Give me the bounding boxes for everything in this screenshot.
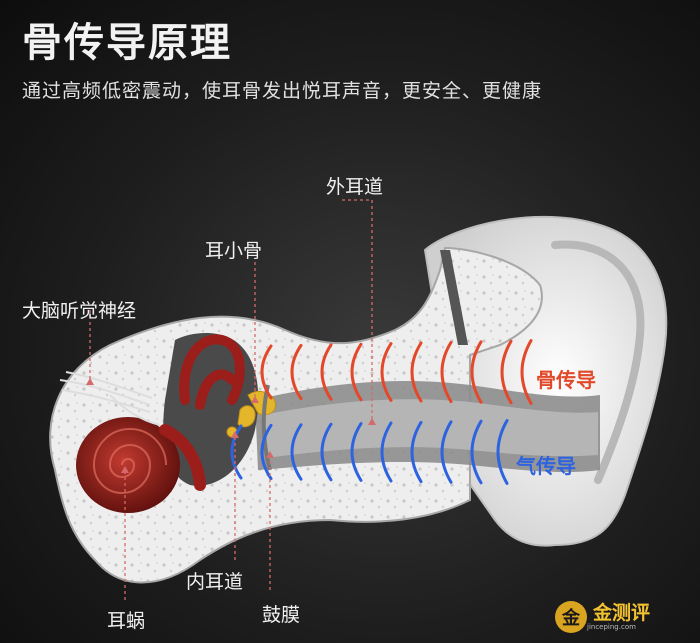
page-title: 骨传导原理 [22, 20, 232, 66]
air-wave-arc [496, 419, 509, 485]
bone-conduction-waves [260, 339, 533, 405]
legend-air-conduction: 气传导 [516, 454, 576, 478]
watermark-logo: 金 金测评 jinceping.com [555, 601, 650, 633]
air-wave-arc [410, 420, 423, 484]
bone-wave-arc [350, 342, 363, 402]
air-wave-arc [290, 423, 303, 481]
air-conduction-waves [230, 419, 509, 485]
watermark-text: 金测评 [593, 601, 651, 624]
bone-wave-arc [260, 344, 273, 400]
auditory-nerve-fibers [59, 371, 161, 426]
air-wave-arc [440, 420, 453, 484]
bone-wave-arc [290, 343, 303, 401]
page-subtitle: 通过高频低密震动，使耳骨发出悦耳声音，更安全、更健康 [22, 80, 543, 102]
air-wave-arc [470, 419, 483, 485]
bone-wave-arc [440, 340, 453, 404]
air-wave-arc [380, 421, 393, 483]
watermark-text-block: 金测评 jinceping.com [587, 601, 651, 631]
label-auditory-nerve: 大脑听觉神经 [22, 300, 137, 322]
label-eardrum: 鼓膜 [262, 604, 301, 626]
bone-wave-arc [380, 342, 393, 402]
semicircular-canals [179, 334, 245, 410]
label-inner-ear-canal: 内耳道 [186, 571, 244, 593]
watermark-url: jinceping.com [587, 622, 636, 631]
label-outer-ear-canal: 外耳道 [326, 176, 384, 198]
bone-wave-arc [320, 343, 333, 401]
air-wave-arc [350, 422, 363, 482]
air-wave-arc [260, 423, 273, 481]
callout-lines [89, 199, 373, 600]
bone-wave-arc [500, 339, 513, 405]
ear-canal-lumen [262, 399, 598, 458]
bone-wave-arc [520, 339, 533, 405]
label-cochlea: 耳蜗 [107, 610, 146, 632]
legend-bone-conduction: 骨传导 [536, 368, 596, 392]
pinna-inner-fold [551, 240, 645, 484]
cochlea [76, 417, 206, 513]
label-ossicles: 耳小骨 [205, 240, 263, 262]
air-wave-arc [320, 422, 333, 482]
earhook-strip [440, 250, 468, 345]
callout-markers [86, 378, 376, 473]
bone-wave-arc [470, 340, 483, 404]
air-wave-arc [230, 424, 243, 480]
watermark-badge-icon: 金 [555, 601, 587, 633]
bone-wave-arc [410, 341, 423, 403]
